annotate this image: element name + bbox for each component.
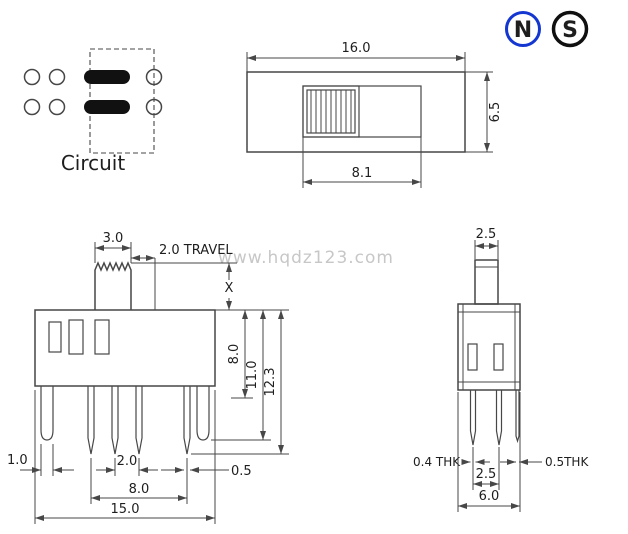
body-side-outline [457, 303, 521, 391]
dim-knob-width: 3.0 [94, 231, 132, 263]
watermark-text: www.hqdz123.com [218, 248, 394, 268]
logo-s-icon: S [551, 10, 589, 48]
knob-outline [94, 261, 132, 310]
switch-body-outline [246, 71, 466, 153]
dim-body-width: 16.0 [246, 41, 466, 72]
dim-leg-width: 1.0 [7, 444, 74, 476]
dim-travel: 2.0 TRAVEL [131, 243, 233, 310]
knob-hatched [302, 85, 360, 138]
dim-pin-thickness: 0.5 [161, 464, 252, 479]
dim-label-pin-span: 8.0 [129, 482, 150, 497]
dim-pin-pitch: 2.0 [96, 454, 158, 476]
dim-height-x: X [131, 262, 237, 310]
circuit-diagram: Circuit [23, 48, 163, 175]
terminal-windows [48, 319, 110, 355]
shorting-bars [84, 70, 130, 114]
dim-label-body-height: 6.5 [488, 102, 503, 123]
logo-n-icon: N [505, 11, 541, 47]
dim-label-body-height: 8.0 [227, 344, 242, 365]
dim-label-pin-thickness: 0.5 [231, 464, 252, 479]
logo-n-letter: N [514, 18, 532, 43]
dim-pin-pitch-side: 2.5 [472, 447, 500, 490]
body-outline [34, 309, 216, 387]
dim-label-body-width: 16.0 [342, 41, 371, 56]
dim-label-height-x: X [225, 281, 234, 296]
dim-total-width: 15.0 [34, 390, 216, 524]
terminal-pins-side [469, 390, 520, 446]
top-view-drawing: 16.0 6.5 8.1 [246, 41, 503, 188]
dim-label-leg-height: 11.0 [245, 361, 260, 390]
dim-slot-width: 8.1 [302, 137, 422, 188]
dim-body-height: 8.0 [227, 310, 253, 399]
body-side-details [458, 304, 520, 390]
dim-label-knob-width: 3.0 [103, 231, 124, 246]
dim-knob-width-side: 2.5 [474, 227, 499, 259]
dim-label-total-height: 12.3 [263, 368, 278, 397]
dim-label-pin-pitch-side: 2.5 [476, 467, 497, 482]
front-view-drawing: 3.0 2.0 TRAVEL X 8.0 11.0 12.3 1.0 [7, 231, 289, 524]
dim-label-knob-width-side: 2.5 [476, 227, 497, 242]
terminal-pins [87, 386, 191, 455]
dim-label-slot-width: 8.1 [352, 166, 373, 181]
brand-logos: N S [505, 10, 589, 48]
dim-total-height: 12.3 [191, 310, 289, 455]
circuit-label: Circuit [61, 151, 126, 175]
dim-left-thickness: 0.4 THK [413, 455, 490, 469]
dim-label-left-thickness: 0.4 THK [413, 455, 461, 469]
dim-pin-span: 8.0 [90, 458, 188, 504]
dim-body-width-side: 6.0 [457, 392, 521, 512]
dim-right-thickness: 0.5THK [500, 455, 589, 469]
dim-label-leg-width: 1.0 [7, 453, 28, 468]
dim-body-height: 6.5 [465, 71, 503, 153]
dim-label-right-thickness: 0.5THK [545, 455, 589, 469]
circuit-contacts [23, 68, 163, 116]
logo-s-letter: S [562, 18, 578, 43]
dim-label-body-width-side: 6.0 [479, 489, 500, 504]
dim-label-pin-pitch: 2.0 [117, 454, 138, 469]
knob-side-outline [474, 259, 499, 305]
dim-leg-height: 11.0 [211, 310, 271, 441]
side-view-drawing: 2.5 0.4 THK 0.5THK 2.5 6.0 [413, 227, 589, 512]
dim-label-travel: 2.0 TRAVEL [159, 243, 233, 258]
mounting-legs [40, 386, 210, 441]
dim-label-total-width: 15.0 [111, 502, 140, 517]
